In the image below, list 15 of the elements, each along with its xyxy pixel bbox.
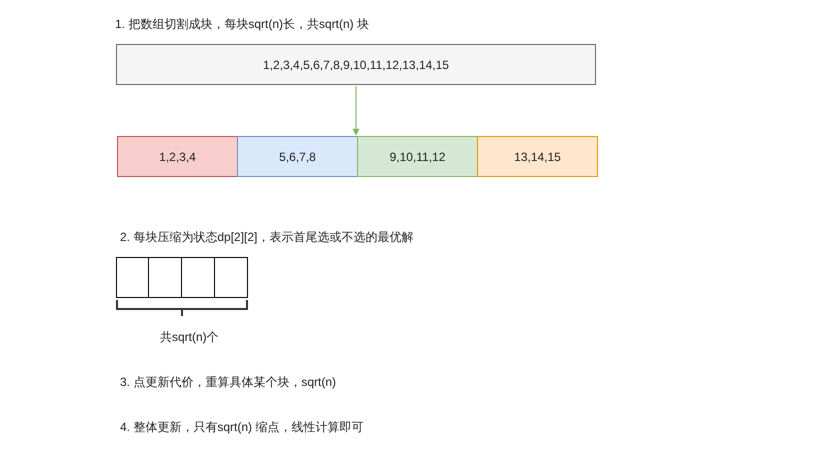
state-cell (181, 257, 215, 298)
arrow (352, 86, 360, 136)
step-text: 3. 点更新代价，重算具体某个块，sqrt(n) (120, 374, 336, 391)
block-box: 13,14,15 (477, 136, 598, 177)
state-cell (214, 257, 248, 298)
block-box: 1,2,3,4,5,6,7,8,9,10,11,12,13,14,15 (116, 44, 596, 85)
state-cell (148, 257, 182, 298)
step-text: 4. 整体更新，只有sqrt(n) 缩点，线性计算即可 (120, 419, 364, 436)
step-text: 1. 把数组切割成块，每块sqrt(n)长，共sqrt(n) 块 (115, 16, 370, 33)
bracket-label: 共sqrt(n)个 (160, 329, 219, 346)
step-text: 2. 每块压缩为状态dp[2][2]，表示首尾选或不选的最优解 (120, 229, 414, 246)
block-box: 5,6,7,8 (237, 136, 358, 177)
block-box: 1,2,3,4 (117, 136, 238, 177)
block-box: 9,10,11,12 (357, 136, 478, 177)
state-cell (116, 257, 149, 298)
